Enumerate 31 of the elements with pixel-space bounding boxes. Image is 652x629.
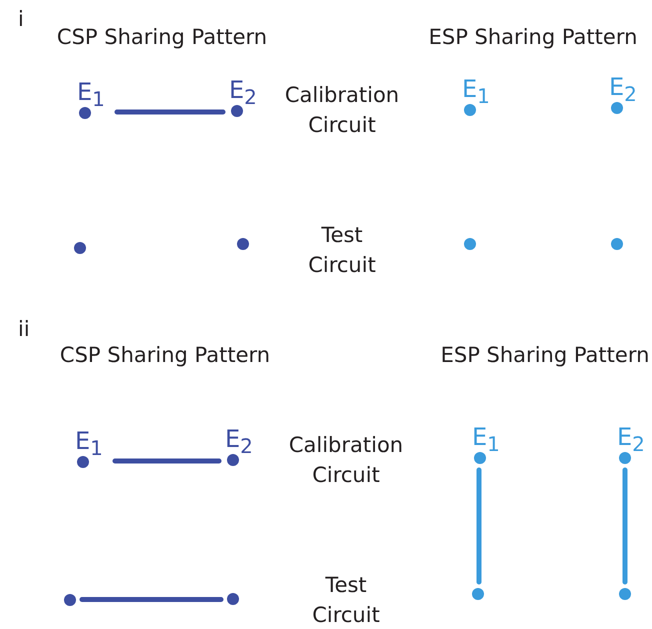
node-label: E$_{2}$ xyxy=(225,426,254,459)
dot xyxy=(472,588,484,600)
node-label: E$_{1}$ xyxy=(75,428,104,461)
dot xyxy=(464,238,476,250)
node-label: E$_{1}$ xyxy=(472,424,501,457)
node-label: E$_{2}$ xyxy=(609,74,638,107)
column-heading: ESP Sharing Pattern xyxy=(440,342,650,369)
row-label: Calibration Circuit xyxy=(288,432,404,489)
dot xyxy=(64,594,76,606)
column-heading: CSP Sharing Pattern xyxy=(56,24,268,51)
dot xyxy=(74,242,86,254)
row-label: Test Circuit xyxy=(311,572,381,629)
panel-label: i xyxy=(18,6,24,33)
connector-line xyxy=(476,468,482,584)
node-label: E$_{2}$ xyxy=(229,77,258,110)
connector-line xyxy=(114,110,226,114)
column-heading: CSP Sharing Pattern xyxy=(60,342,270,369)
node-label: E$_{1}$ xyxy=(462,76,491,109)
panel-label: ii xyxy=(18,316,30,343)
connector-line xyxy=(112,458,222,464)
row-label: Calibration Circuit xyxy=(284,82,400,139)
connector-line xyxy=(622,468,628,584)
row-label: Test Circuit xyxy=(307,222,377,279)
node-label: E$_{2}$ xyxy=(617,424,646,457)
column-heading: ESP Sharing Pattern xyxy=(428,24,638,51)
dot xyxy=(611,238,623,250)
dot xyxy=(227,593,239,605)
dot xyxy=(237,238,249,250)
node-label: E$_{1}$ xyxy=(77,79,106,112)
dot xyxy=(619,588,631,600)
connector-line xyxy=(80,597,224,602)
